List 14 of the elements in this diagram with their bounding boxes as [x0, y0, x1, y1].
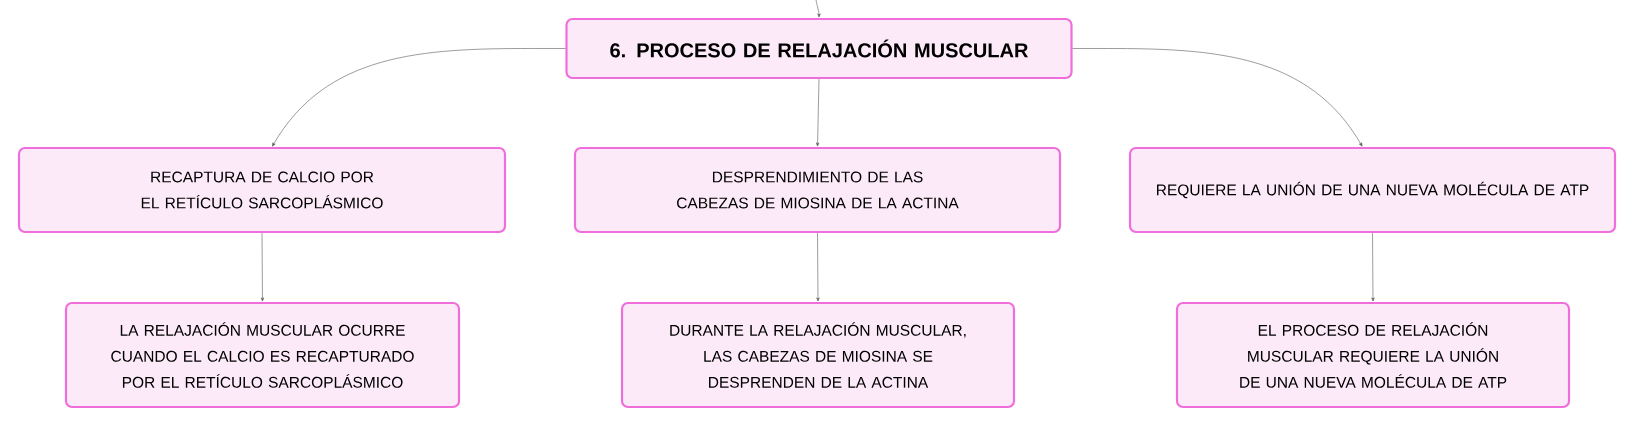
arrow: [815, 0, 821, 18]
concept-box: REQUIERE LA UNIÓN DE UNA NUEVA MOLÉCULA DE ATP: [1128, 146, 1617, 234]
title-box: 6. PROCESO DE RELAJACIÓN MUSCULAR: [565, 17, 1073, 80]
arrow: [260, 232, 265, 302]
arrow: [272, 48, 566, 147]
concept-box: DESPRENDIMIENTO DE LAS CABEZAS DE MIOSINA DE LA ACTINA: [573, 146, 1062, 234]
concept-box: RECAPTURA DE CALCIO POR EL RETÍCULO SARCOPLÁSMICO: [17, 146, 507, 234]
arrow: [816, 78, 820, 147]
concept-box: EL PROCESO DE RELAJACIÓN MUSCULAR REQUIERE LA UNIÓN DE UNA NUEVA MOLÉCULA DE ATP: [1175, 301, 1571, 409]
arrow: [1371, 232, 1375, 302]
concept-box: DURANTE LA RELAJACIÓN MUSCULAR, LAS CABEZAS DE MIOSINA SE DESPRENDEN DE LA ACTINA: [620, 301, 1016, 409]
arrow: [816, 232, 820, 302]
arrow: [1072, 48, 1363, 147]
concept-box: LA RELAJACIÓN MUSCULAR OCURRE CUANDO EL CALCIO ES RECAPTURADO POR EL RETÍCULO SARCOPLÁSMICO: [64, 301, 461, 409]
